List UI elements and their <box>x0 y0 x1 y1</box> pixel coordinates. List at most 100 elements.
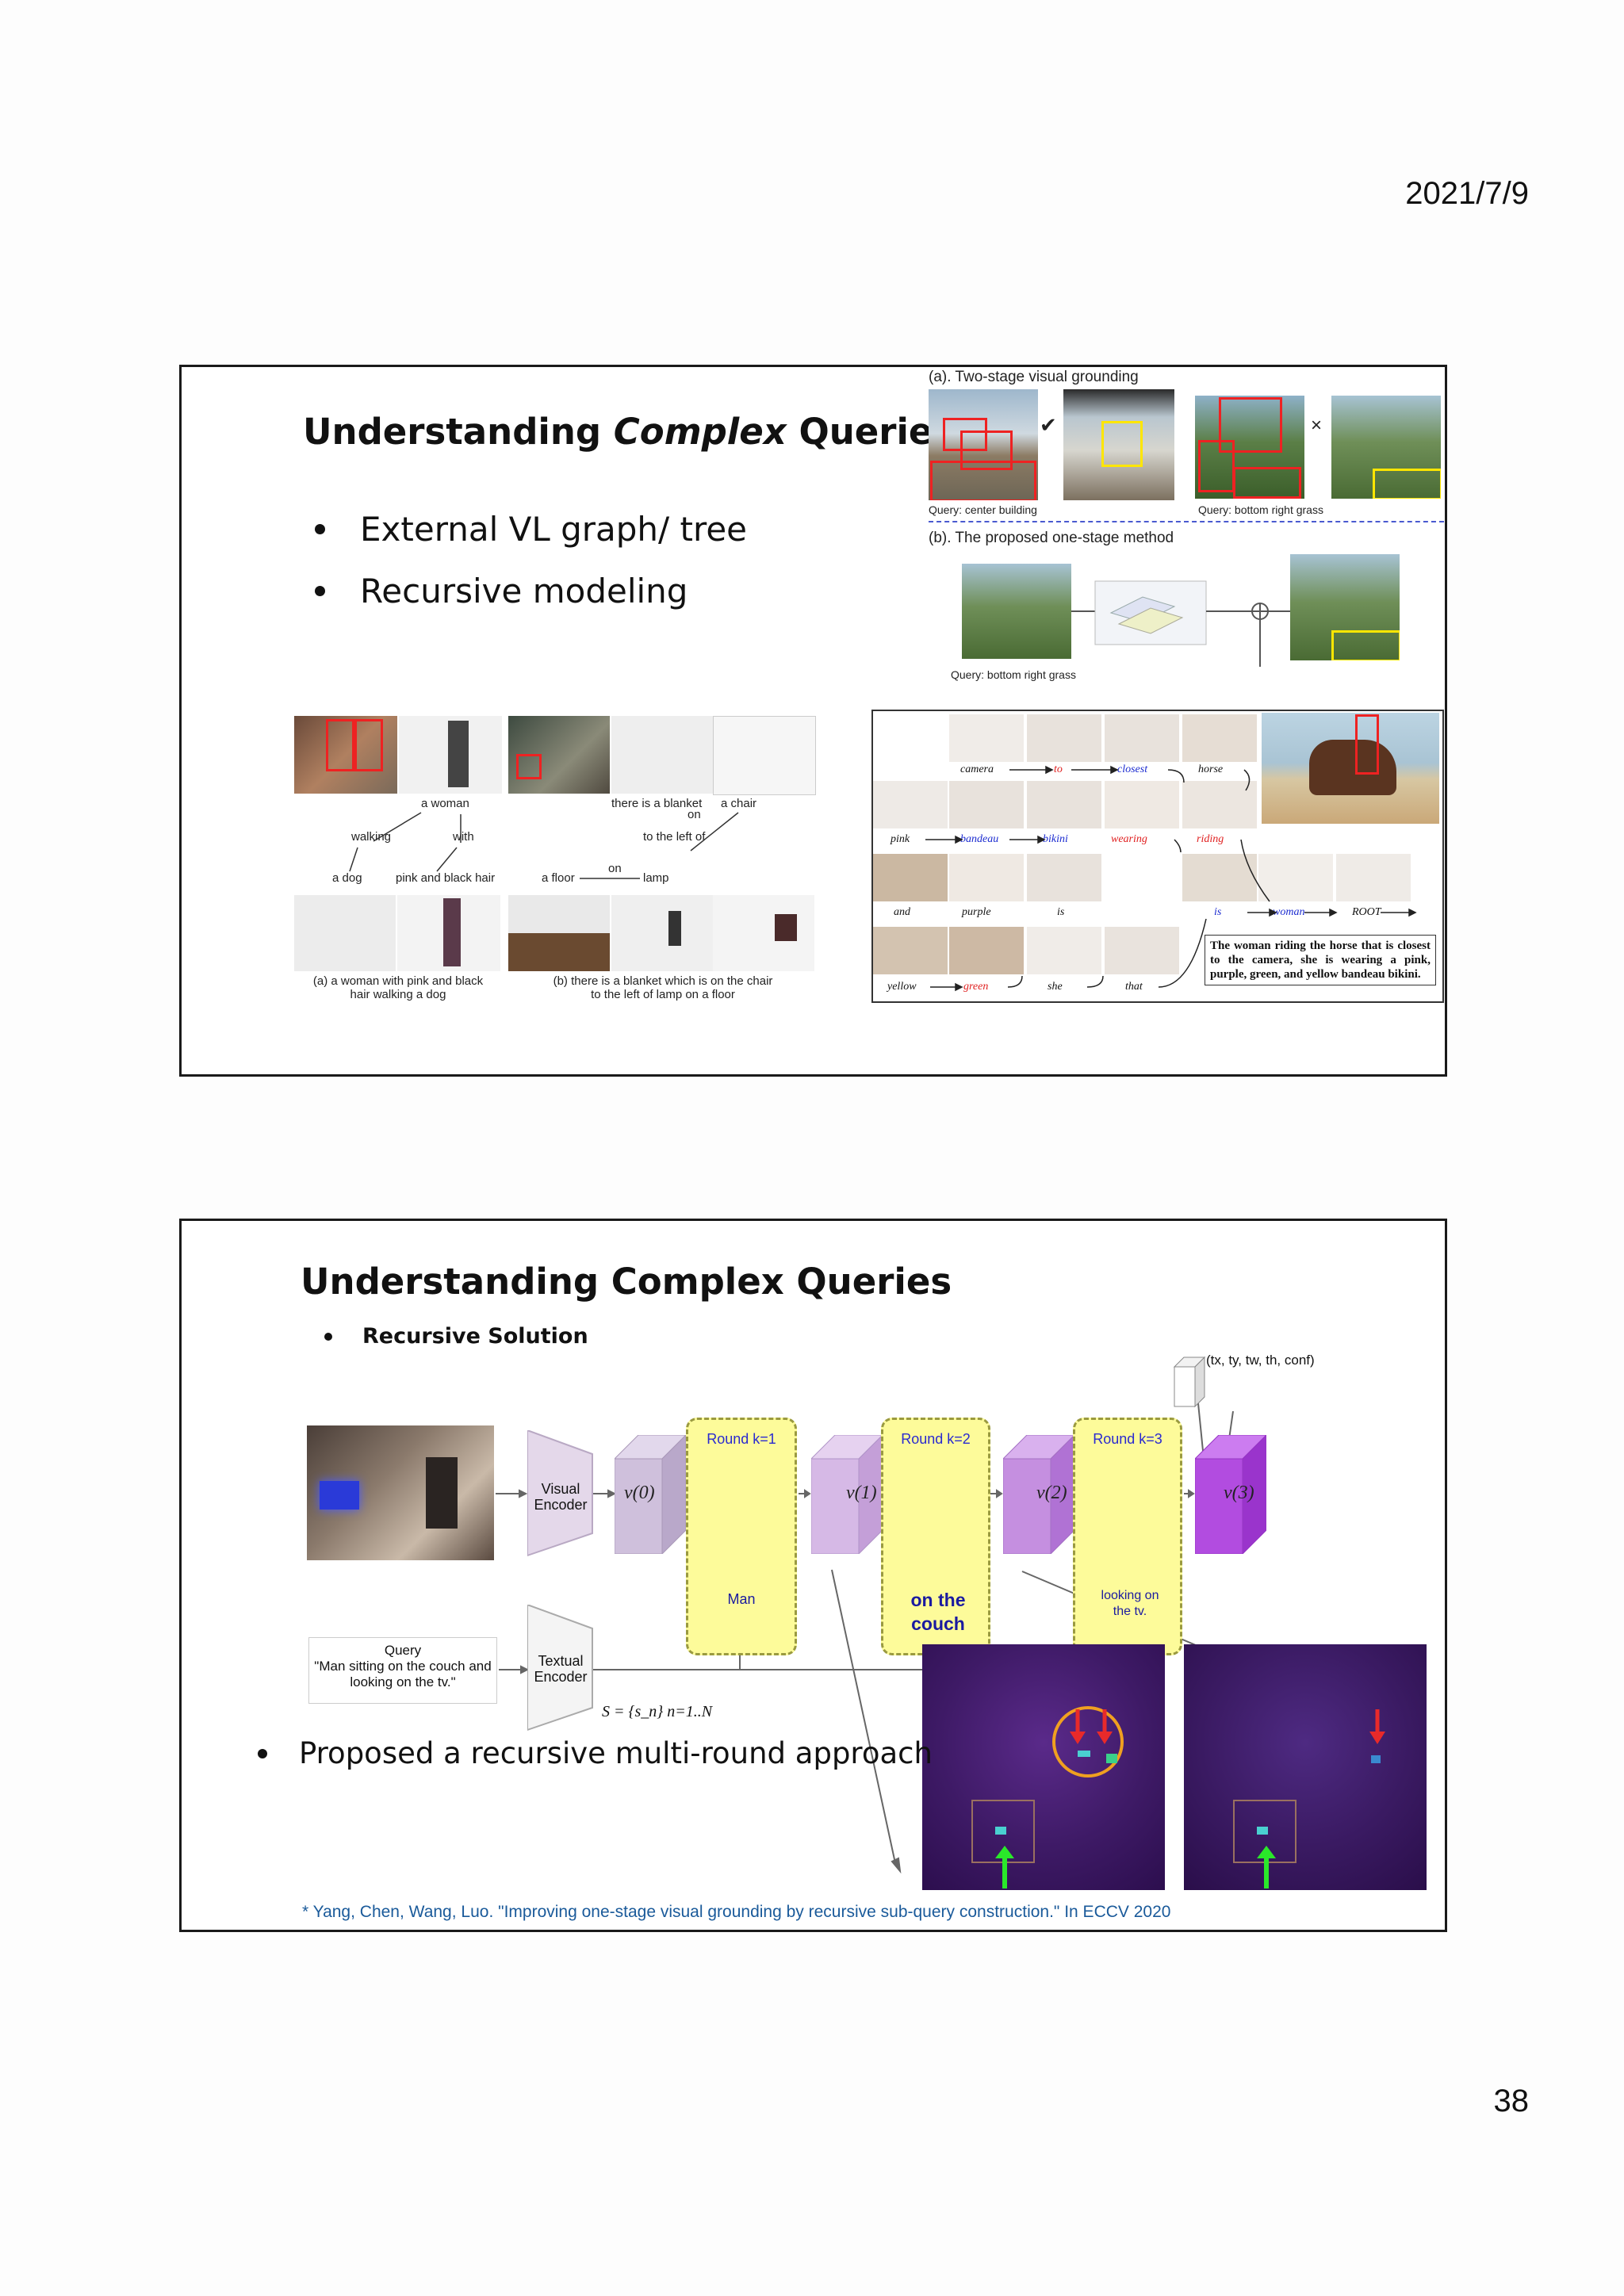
figure-divider <box>929 521 1444 522</box>
one-stage-arrow-diagram <box>1071 580 1290 667</box>
tree-sentence: The woman riding the horse that is close… <box>1205 935 1436 985</box>
v3-label: v(3) <box>1224 1483 1254 1503</box>
photo-living-room <box>307 1425 494 1560</box>
round-1-word: Man <box>727 1591 756 1607</box>
fig-caption-two-stage: (a). Two-stage visual grounding <box>929 369 1139 385</box>
check-icon: ✔ <box>1040 413 1057 437</box>
tree-word: horse <box>1198 763 1224 775</box>
tree-word: wearing <box>1111 833 1147 845</box>
feature-v2 <box>1003 1435 1074 1554</box>
output-label: (tx, ty, tw, th, conf) <box>1206 1353 1315 1368</box>
graph-label-a-dog: a dog <box>332 871 362 885</box>
round-2-box: Round k=2 on the couch <box>881 1418 990 1655</box>
query-center-building: Query: center building <box>929 503 1037 516</box>
round-1-label: Round k=1 <box>707 1431 776 1447</box>
query-box: Query "Man sitting on the couch and look… <box>308 1637 497 1704</box>
graph-label-left-of: to the left of <box>643 830 706 844</box>
graph-label-on-2: on <box>608 862 622 875</box>
photo-house-3 <box>962 564 1071 659</box>
bullet-dot <box>315 586 325 596</box>
query-bottom-right-grass-2: Query: bottom right grass <box>951 668 1076 681</box>
round-3-box: Round k=3 looking on the tv. <box>1073 1418 1182 1655</box>
tree-word: and <box>894 906 910 918</box>
slide-1-bullet-1: External VL graph/ tree <box>315 510 747 549</box>
bullet-dot <box>315 524 325 534</box>
tree-word: to <box>1054 763 1063 775</box>
v1-label: v(1) <box>846 1483 877 1503</box>
slide-1-title: Understanding Complex Queries <box>303 411 955 453</box>
graph-label-a-woman: a woman <box>421 797 469 810</box>
photo-church-1 <box>929 389 1038 500</box>
photo-church-2 <box>1063 389 1174 500</box>
heatmap-1 <box>922 1644 1165 1890</box>
tree-word: woman <box>1273 906 1305 918</box>
page-date: 2021/7/9 <box>1405 176 1529 211</box>
round-2-word: on the couch <box>910 1590 966 1634</box>
slide-2-sub-bullet: Recursive Solution <box>324 1324 588 1349</box>
slide-2: Understanding Complex Queries Recursive … <box>179 1219 1447 1932</box>
visual-encoder-label: Visual Encoder <box>534 1481 588 1513</box>
graph-label-on-1: on <box>688 808 701 821</box>
figure-scene-graphs: a woman walking with a dog pink and blac… <box>294 716 818 1001</box>
graph-label-walking: walking <box>351 830 392 844</box>
photo-room <box>508 716 610 794</box>
round-3-word: looking on the tv. <box>1101 1589 1159 1618</box>
photo-dog-crop <box>294 895 396 971</box>
graph-edges <box>349 812 739 879</box>
v2-label: v(2) <box>1036 1483 1067 1503</box>
slide-1: Understanding Complex Queries External V… <box>179 365 1447 1077</box>
photo-lamp-crop-1 <box>611 895 713 971</box>
round-3-label: Round k=3 <box>1093 1431 1162 1447</box>
graph-label-a-chair: a chair <box>721 797 757 810</box>
v0-label: v(0) <box>624 1483 655 1503</box>
tree-arrows <box>925 765 1417 992</box>
feature-v0 <box>615 1435 686 1554</box>
tree-word: closest <box>1117 763 1148 775</box>
photo-house-2 <box>1331 396 1441 499</box>
photo-house-4 <box>1290 554 1400 660</box>
photo-house-1 <box>1195 396 1304 499</box>
cross-icon: × <box>1311 415 1323 436</box>
graph-label-a-floor: a floor <box>542 871 575 885</box>
textual-encoder-label: Textual Encoder <box>534 1653 588 1685</box>
round-1-box: Round k=1 Man <box>686 1418 797 1655</box>
round-2-label: Round k=2 <box>901 1431 971 1447</box>
page-number: 38 <box>1493 2084 1530 2118</box>
tree-word: pink <box>891 833 910 845</box>
graph-label-blanket: there is a blanket <box>611 797 703 810</box>
tree-word: that <box>1125 981 1143 993</box>
tree-word: camera <box>960 763 994 775</box>
tree-word: riding <box>1197 833 1224 845</box>
photo-room-crop-2 <box>713 716 816 795</box>
tree-word: bikini <box>1043 833 1068 845</box>
tree-word: green <box>963 981 989 993</box>
photo-lamp-crop-2 <box>713 895 814 971</box>
slide-2-title: Understanding Complex Queries <box>301 1261 952 1303</box>
photo-room-crop-1 <box>611 716 713 794</box>
figure-grounding-methods: (a). Two-stage visual grounding ✔ × Quer… <box>921 367 1448 692</box>
graph-label-with: with <box>453 830 474 844</box>
output-cube <box>1173 1356 1206 1408</box>
graph-label-lamp: lamp <box>643 871 669 885</box>
tree-word: is <box>1057 906 1065 918</box>
tree-word: bandeau <box>960 833 999 845</box>
figure-recursive-tree: camera to closest horse pink bandeau bik… <box>871 710 1444 1003</box>
slide-2-bullet: Proposed a recursive multi-round approac… <box>258 1736 933 1770</box>
tree-word: yellow <box>887 981 917 993</box>
photo-hair-crop <box>397 895 500 971</box>
tree-word: she <box>1048 981 1063 993</box>
heatmap-2 <box>1184 1644 1427 1890</box>
tree-word: ROOT <box>1352 906 1381 918</box>
photo-horse-beach <box>1262 713 1439 824</box>
graph-caption-b: (b) there is a blanket which is on the c… <box>553 974 773 1001</box>
citation: * Yang, Chen, Wang, Luo. "Improving one-… <box>302 1903 1171 1921</box>
fig-caption-one-stage: (b). The proposed one-stage method <box>929 530 1174 546</box>
tree-word: purple <box>962 906 991 918</box>
graph-label-hair: pink and black hair <box>396 871 496 885</box>
feature-v1 <box>811 1435 883 1554</box>
recursive-diagram: Visual Encoder Textual Encoder Query "Ma… <box>301 1316 1442 1890</box>
textual-encoder-shape <box>527 1605 593 1732</box>
tree-word: is <box>1214 906 1222 918</box>
visual-encoder-shape <box>527 1430 593 1557</box>
